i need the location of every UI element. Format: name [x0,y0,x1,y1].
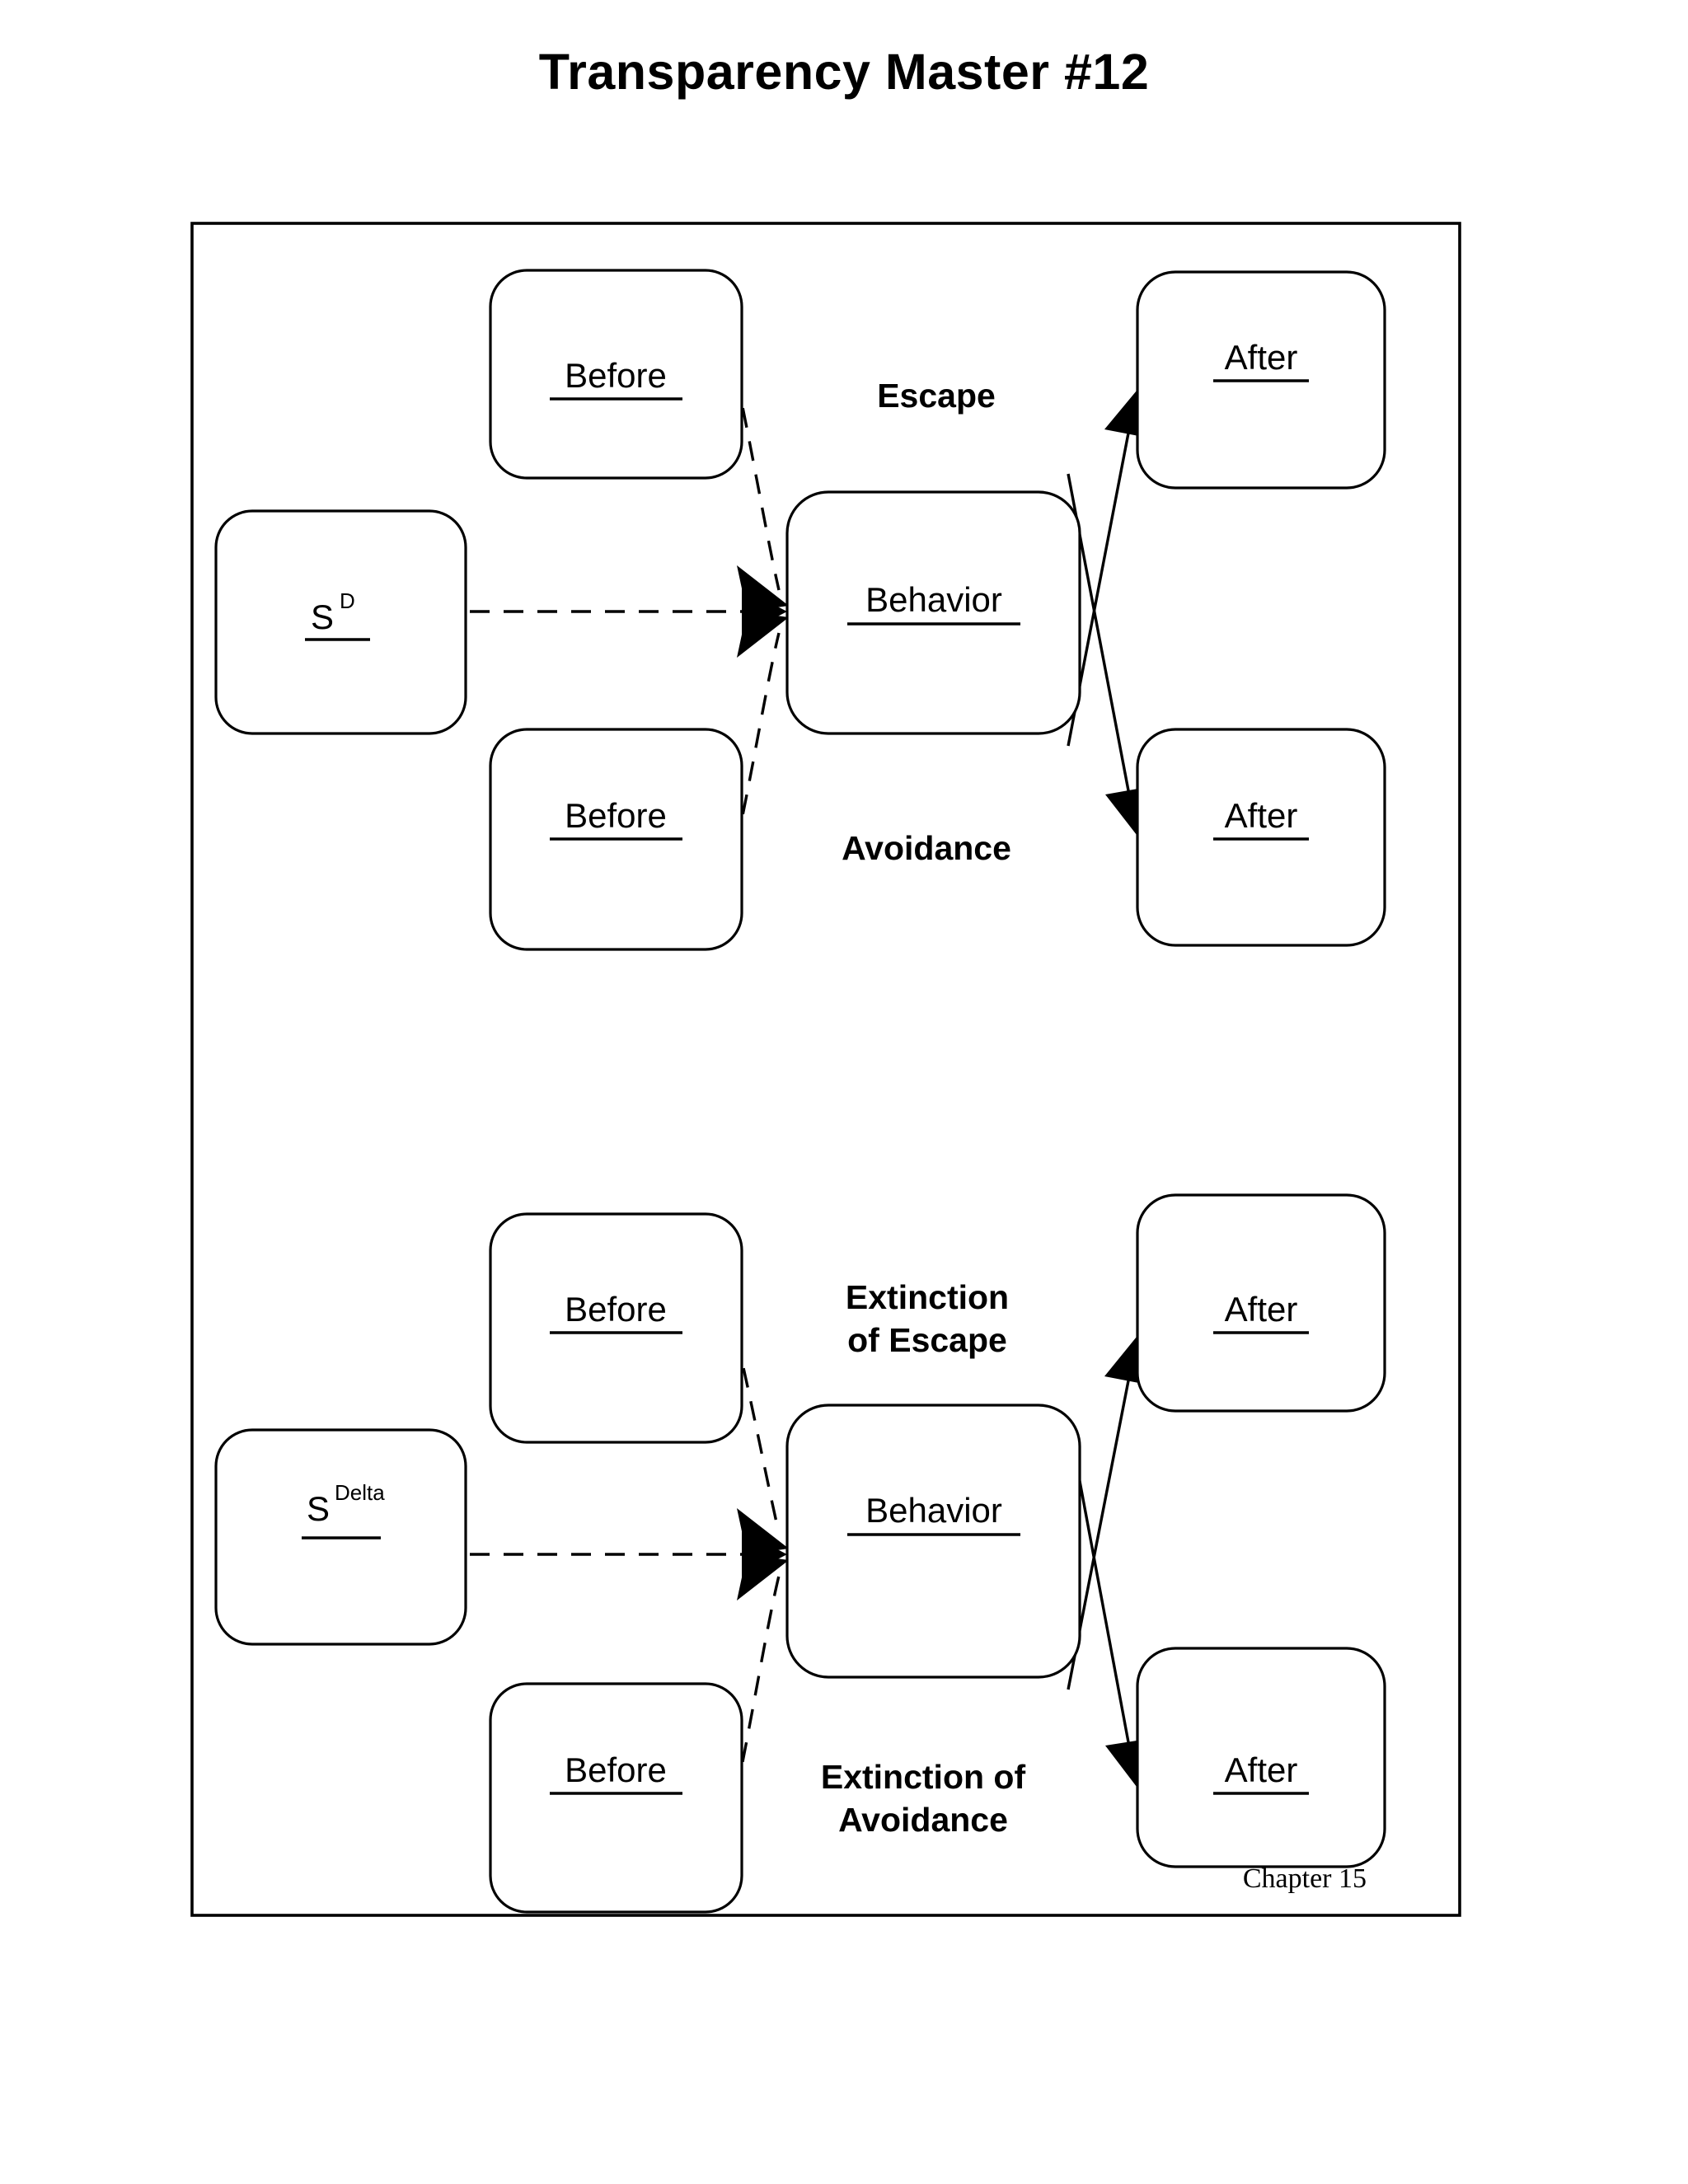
node-before-escape[interactable]: Before [489,269,743,480]
node-after-ext-avoid[interactable]: After [1136,1647,1386,1868]
node-sd-label-sup: D [340,588,355,613]
node-after-avoidance[interactable]: After [1136,728,1386,947]
node-behavior-bottom-label: Behavior [865,1491,1002,1530]
node-before-ext-escape-box[interactable] [489,1212,743,1444]
node-sd-box[interactable] [214,509,467,735]
node-after-escape[interactable]: After [1136,270,1386,490]
node-after-ext-escape[interactable]: After [1136,1193,1386,1413]
arrowhead-before-top-to-behavior [737,565,789,612]
node-sdelta-label-main: S [307,1489,330,1528]
node-behavior-top-label: Behavior [865,580,1002,619]
diagram-frame [190,222,1461,1917]
arrowhead-before-ext-avoid-to-behavior [737,1554,789,1601]
node-before-ext-avoid[interactable]: Before [489,1682,743,1914]
label-extinction-of-avoidance-line1: Extinction of [821,1758,1026,1796]
node-after-avoidance-box[interactable] [1136,728,1386,947]
node-before-ext-escape-label: Before [565,1290,667,1329]
node-behavior-bottom-box[interactable] [785,1404,1081,1679]
node-before-ext-avoid-label: Before [565,1750,667,1789]
node-behavior-top-box[interactable] [785,490,1081,735]
node-behavior-bottom[interactable]: Behavior [785,1404,1081,1679]
node-after-ext-avoid-box[interactable] [1136,1647,1386,1868]
node-behavior-top[interactable]: Behavior [785,490,1081,735]
node-before-avoidance-label: Before [565,796,667,835]
node-before-escape-label: Before [565,356,667,395]
node-after-avoidance-label: After [1225,796,1298,835]
node-before-ext-avoid-box[interactable] [489,1682,743,1914]
node-sd[interactable]: S D [214,509,467,735]
label-extinction-of-avoidance-line2: Avoidance [838,1801,1008,1839]
node-after-ext-escape-label: After [1225,1290,1298,1329]
label-extinction-of-escape-line1: Extinction [846,1278,1009,1316]
node-sd-label-main: S [311,598,334,636]
node-before-escape-box[interactable] [489,269,743,480]
label-avoidance: Avoidance [842,829,1011,867]
chapter-note: Chapter 15 [1243,1863,1367,1894]
label-escape: Escape [877,377,996,415]
node-after-ext-escape-box[interactable] [1136,1193,1386,1413]
label-extinction-of-escape-line2: of Escape [847,1321,1007,1359]
node-after-ext-avoid-label: After [1225,1750,1298,1789]
page-title: Transparency Master #12 [538,44,1150,100]
node-sdelta[interactable]: S Delta [214,1428,467,1646]
node-before-ext-escape[interactable]: Before [489,1212,743,1444]
node-sdelta-label-sup: Delta [335,1480,385,1505]
arrowhead-before-ext-escape-to-behavior [737,1508,789,1554]
node-before-avoidance[interactable]: Before [489,728,743,951]
arrowhead-before-bottom-to-behavior [737,612,789,658]
edge-before-ext-escape-to-behavior [734,1334,781,1534]
node-after-escape-label: After [1225,338,1298,377]
